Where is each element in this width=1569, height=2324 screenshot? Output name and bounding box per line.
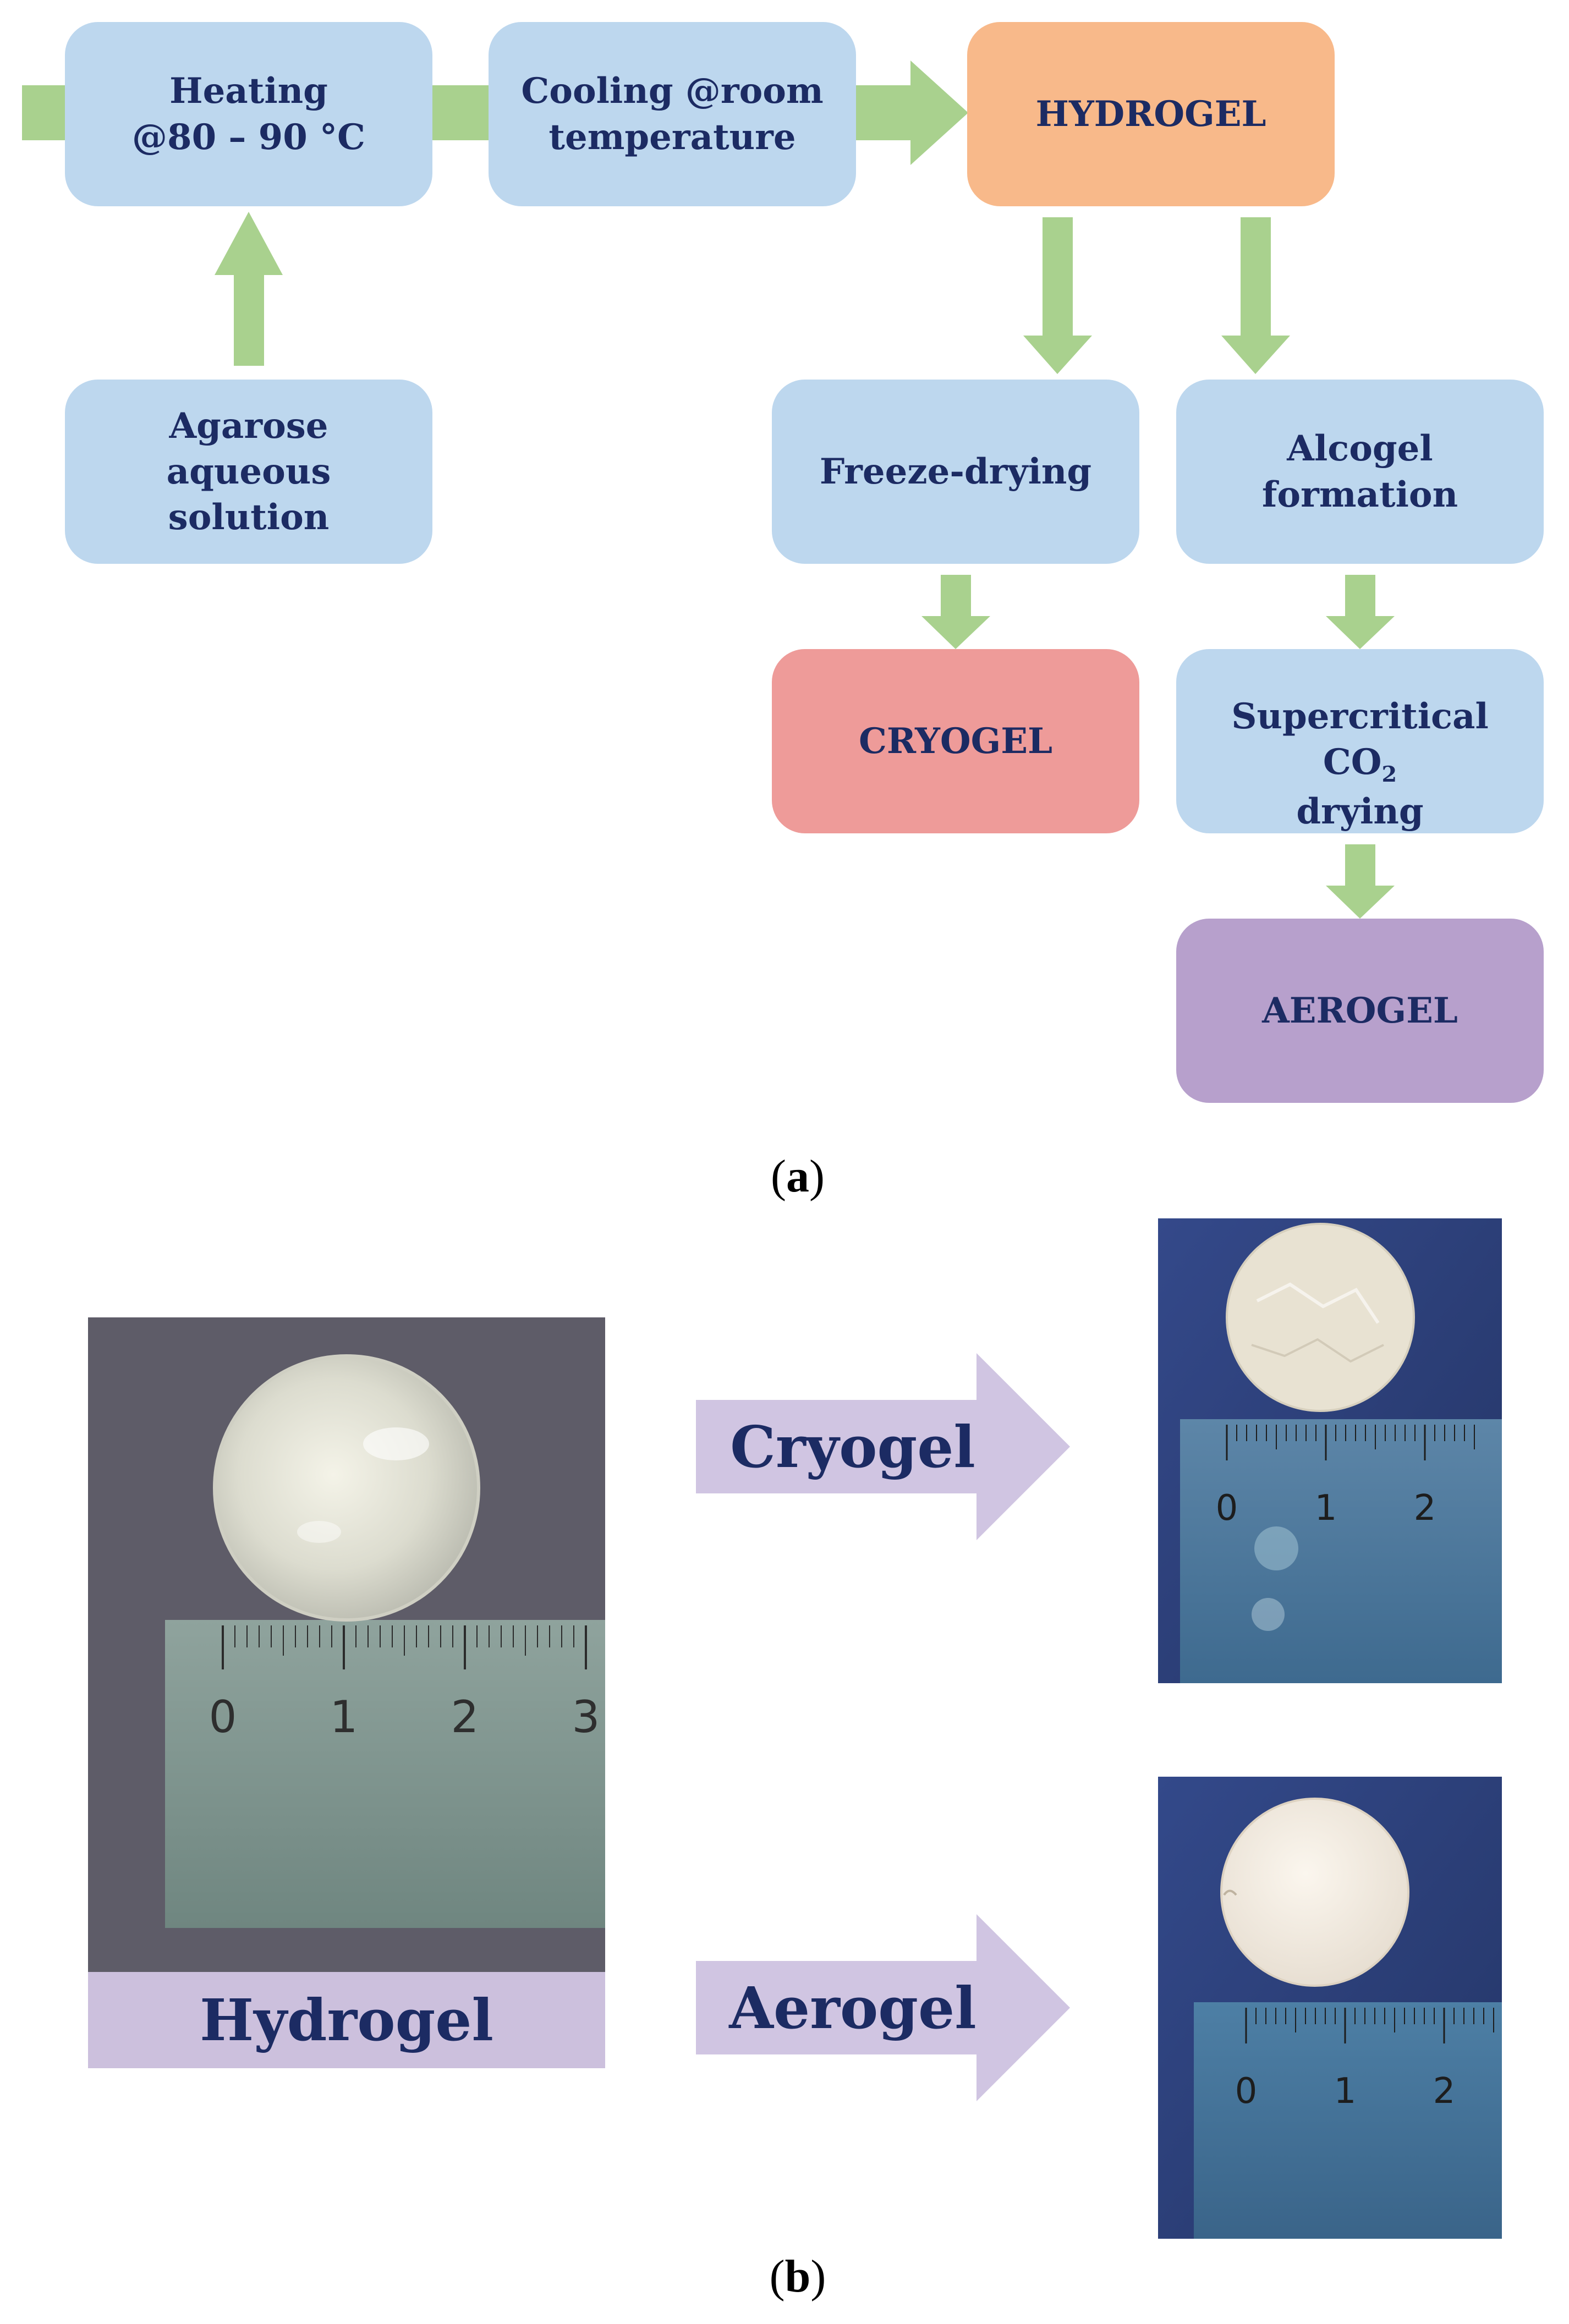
aerogel-ruler-tick-1: 1 (1334, 2071, 1357, 2112)
hydrogel-label-bar: Hydrogel (88, 1972, 605, 2068)
cryogel-photo-art (1158, 1218, 1502, 1683)
caption-a-letter: a (786, 1151, 809, 1202)
flow-arrows (22, 61, 1395, 919)
ruler (165, 1620, 605, 1928)
freeze-drying-box: Freeze-drying (772, 380, 1139, 564)
aerogel-ruler-tick-2: 2 (1433, 2071, 1456, 2112)
caption-a: (a) (771, 1151, 825, 1202)
alcogel-label: Alcogel formation (1261, 428, 1458, 515)
aerogel-arrow (696, 1914, 1070, 2101)
cooling-box: Cooling @room temperature (489, 22, 856, 206)
ruler (1180, 1419, 1502, 1683)
hydrogel-ruler-tick-1: 1 (330, 1691, 358, 1743)
heating-box: Heating @80 – 90 °C (65, 22, 432, 206)
hydrogel-ruler-tick-2: 2 (451, 1691, 479, 1743)
supercritical-box: Supercritical CO2 drying (1176, 649, 1544, 833)
caption-b: (b) (769, 2251, 826, 2302)
cryogel-arrow-label: Cryogel (730, 1413, 975, 1481)
cryogel-photo: 0 1 2 (1158, 1218, 1502, 1683)
supercritical-line2: drying (1296, 791, 1424, 833)
arrow-hydrogel-to-freezedrying (1023, 217, 1092, 374)
caption-b-letter: b (785, 2251, 811, 2302)
hydrogel-box: HYDROGEL (967, 22, 1335, 206)
arrow-alcogel-to-supercritical (1326, 575, 1395, 649)
cryogel-ruler-tick-1: 1 (1314, 1488, 1337, 1529)
aerogel-label: AEROGEL (1262, 990, 1458, 1031)
heating-label: Heating @80 – 90 °C (132, 70, 365, 158)
hydrogel-photo: 0 1 2 3 (88, 1317, 605, 1972)
cryogel-ruler-tick-0: 0 (1215, 1488, 1238, 1529)
aerogel-disc (1220, 1798, 1409, 1987)
arrow-heating-to-cooling (429, 85, 490, 140)
cryogel-label: CRYOGEL (858, 720, 1053, 762)
cryogel-arrow (696, 1353, 1070, 1540)
arrow-supercritical-to-aerogel (1326, 844, 1395, 919)
supercritical-subscript: 2 (1381, 761, 1397, 787)
hydrogel-photo-label: Hydrogel (200, 1986, 493, 2054)
supercritical-label: Supercritical CO (1231, 695, 1489, 783)
aerogel-arrow-label: Aerogel (729, 1974, 976, 2042)
arrow-cooling-to-hydrogel (855, 61, 968, 165)
aerogel-box: AEROGEL (1176, 919, 1544, 1103)
arrow-hydrogel-to-alcogel (1221, 217, 1290, 374)
ruler (1194, 2002, 1502, 2239)
arrow-entry (22, 85, 66, 140)
cryogel-disc (1226, 1223, 1415, 1412)
supercritical-line1: Supercritical CO2 (1193, 647, 1527, 789)
hydrogel-ruler-tick-3: 3 (572, 1691, 600, 1743)
agarose-label: Agarose aqueous solution (166, 405, 331, 539)
cryogel-box: CRYOGEL (772, 649, 1139, 833)
agarose-box: Agarose aqueous solution (65, 380, 432, 564)
alcogel-box: Alcogel formation (1176, 380, 1544, 564)
cooling-label: Cooling @room temperature (521, 70, 824, 158)
hydrogel-label: HYDROGEL (1035, 93, 1266, 135)
hydrogel-photo-art (88, 1317, 605, 1972)
aerogel-ruler-tick-0: 0 (1235, 2071, 1258, 2112)
arrow-agarose-to-heating (215, 212, 283, 366)
hydrogel-ruler-tick-0: 0 (209, 1691, 237, 1743)
cryogel-ruler-tick-2: 2 (1413, 1488, 1436, 1529)
aerogel-photo-art (1158, 1777, 1502, 2239)
hydrogel-disc (213, 1354, 480, 1622)
freeze-drying-label: Freeze-drying (819, 450, 1092, 492)
arrow-freezedrying-to-cryogel (921, 575, 990, 649)
aerogel-photo: 0 1 2 (1158, 1777, 1502, 2239)
